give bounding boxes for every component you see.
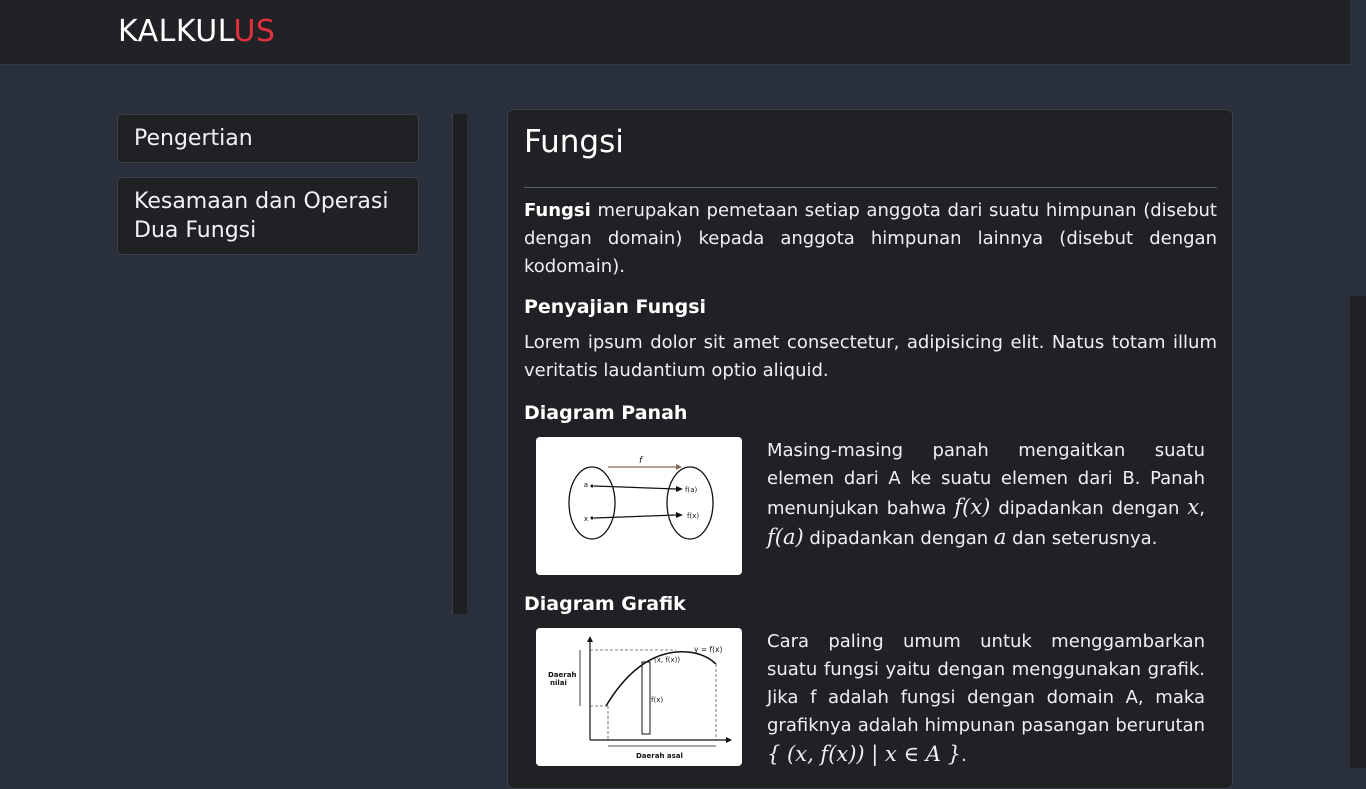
scrollbar-thumb[interactable] [1350,0,1366,296]
sidebar-item-kesamaan-operasi[interactable]: Kesamaan dan Operasi Dua Fungsi [117,177,419,255]
intro-paragraph: Fungsi merupakan pemetaan setiap anggota… [524,197,1217,281]
math-x: x [1187,495,1200,519]
curve-label: y = f(x) [694,645,722,654]
math-set: { (x, f(x)) | x ∈ A } [767,742,961,766]
sidebar-divider [452,114,467,614]
range-label-1: Daerah [548,671,576,679]
panah-text-2: dipadankan dengan [990,498,1188,519]
arrow-diagram-image: f a x f(a) f(x) [536,437,742,575]
penyajian-paragraph: Lorem ipsum dolor sit amet consectetur, … [524,332,1217,381]
top-navbar: KALKULUS [0,0,1350,65]
arrow-f-label: f [639,456,644,466]
sidebar-item-label: Kesamaan dan Operasi Dua Fungsi [134,189,389,243]
title-divider [524,187,1217,188]
arrow-diagram-svg: f a x f(a) f(x) [568,456,714,540]
domain-x-label: x [584,515,588,523]
diagram-grafik-heading: Diagram Grafik [524,593,686,615]
intro-term: Fungsi [524,200,591,221]
scrollbar-track[interactable] [1350,0,1366,768]
image-fa-label: f(a) [685,486,697,494]
panah-text-1: Masing-masing panah mengaitkan suatu ele… [767,440,1205,519]
panah-text-5: dan seterusnya. [1006,528,1158,549]
diagram-grafik-paragraph: Cara paling umum untuk menggambarkan sua… [767,628,1205,770]
math-a: a [993,525,1007,549]
sidebar-item-label: Pengertian [134,126,253,151]
grafik-text-1: Cara paling umum untuk menggambarkan sua… [767,631,1205,736]
math-fx: f(x) [954,495,991,519]
range-label-2: nilai [550,679,567,687]
domain-a-label: a [584,481,588,489]
brand-text-accent: US [233,14,276,49]
intro-text: merupakan pemetaan setiap anggota dari s… [524,200,1217,277]
content-card: Fungsi Fungsi merupakan pemetaan setiap … [507,109,1233,789]
penyajian-heading: Penyajian Fungsi [524,296,707,318]
brand-logo[interactable]: KALKULUS [118,14,275,49]
point-label: (x, f(x)) [654,656,680,664]
sidebar-item-pengertian[interactable]: Pengertian [117,114,419,163]
page-title: Fungsi [524,124,624,160]
grafik-text-2: . [960,745,967,766]
brand-text: KALKUL [118,14,234,49]
domain-label: Daerah asal [636,752,683,760]
diagram-panah-paragraph: Masing-masing panah mengaitkan suatu ele… [767,437,1205,553]
diagram-panah-heading: Diagram Panah [524,402,688,424]
math-fa: f(a) [767,525,804,549]
fx-height-label: f(x) [651,696,663,704]
graph-diagram-image: y = f(x) (x, f(x)) f(x) Daerah nilai Dae… [536,628,742,766]
image-fx-label: f(x) [687,512,699,520]
panah-text-4: dipadankan dengan [803,528,994,549]
graph-diagram-svg: y = f(x) (x, f(x)) f(x) Daerah nilai Dae… [548,636,732,760]
panah-text-3: , [1199,498,1205,519]
